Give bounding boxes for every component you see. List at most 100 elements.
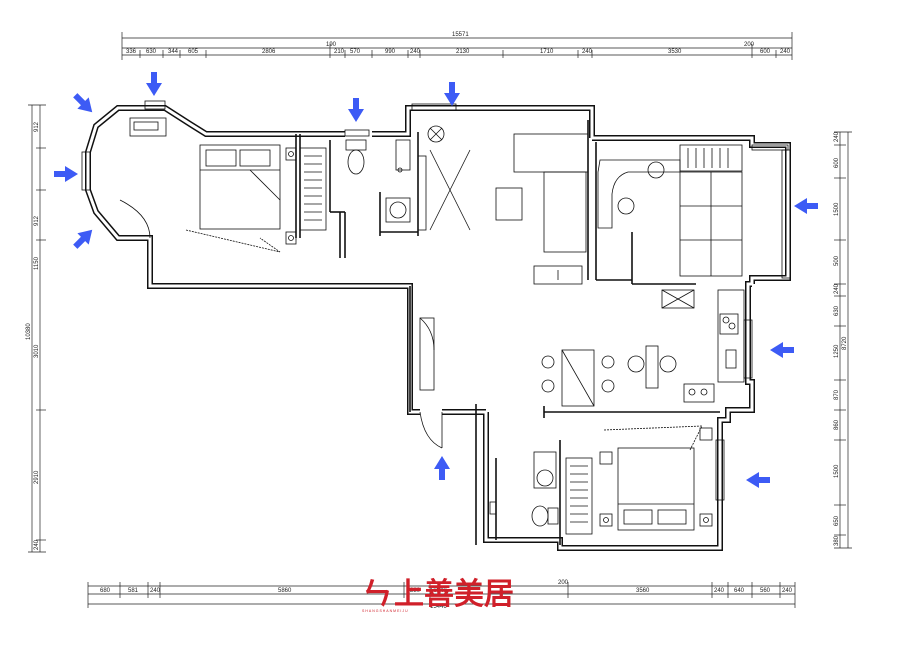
dim-left-seg: 2910	[34, 470, 40, 484]
arrow-living-top	[444, 82, 460, 106]
double-bed-2	[617, 447, 695, 531]
dim-top-seg: 600	[760, 49, 771, 55]
tv-stand	[417, 155, 427, 231]
dim-bottom-seg: 3560	[636, 588, 650, 594]
bathroom-top-fixtures	[345, 139, 411, 223]
dim-top-seg: 2806	[262, 49, 276, 55]
bathroom-bottom-fixtures	[489, 451, 559, 527]
bottom-dimension-lines	[87, 582, 796, 608]
kitchen-sink	[719, 313, 739, 335]
dim-left-total: 10380	[26, 323, 32, 340]
dim-bottom-total: 15446	[430, 604, 447, 610]
brand-logo: ㄣ 上善美居 SHANGSHANMEIJU	[362, 577, 514, 613]
right-dimension-lines	[834, 131, 852, 549]
bottom-dimension-texts: 680 581 240 5860 280 10540 200 3560 240 …	[100, 580, 793, 610]
hallway-cabinet	[419, 317, 435, 391]
windows	[81, 100, 791, 501]
dim-top-seg: 3530	[668, 49, 682, 55]
dim-left-seg: 240	[34, 539, 40, 550]
arrow-right-bedroom	[746, 472, 770, 488]
desk	[597, 159, 681, 229]
top-dimension-lines	[121, 32, 793, 60]
dim-right-seg: 630	[834, 305, 840, 316]
arrow-right-kitchen	[770, 342, 794, 358]
dim-right-seg: 1250	[834, 344, 840, 358]
dim-bottom-right-mid: 200	[558, 580, 569, 586]
dining-table	[561, 349, 595, 407]
interior-walls	[295, 120, 720, 545]
dim-right-seg: 380	[834, 535, 840, 546]
dim-bottom-seg: 5860	[278, 588, 292, 594]
dim-right-seg: 240	[834, 131, 840, 142]
logo-name: 上善美居	[394, 577, 514, 612]
arrow-top-left-window	[146, 72, 162, 96]
dim-right-total: 8720	[842, 336, 848, 350]
wash-basin	[385, 197, 411, 223]
dim-bottom-mid: 10540	[430, 588, 447, 594]
arrow-bathroom-top	[348, 98, 364, 122]
right-dimension-texts: 240 600 1500 500 240 630 1250 870 860 15…	[834, 131, 848, 546]
dim-bottom-seg: 581	[128, 588, 139, 594]
entrance-door[interactable]	[419, 411, 443, 449]
top-dimension-texts: 15571 190 200 336 630 344 605 2806 210 5…	[126, 32, 791, 55]
dim-top-seg: 630	[146, 49, 157, 55]
dim-right-seg: 870	[834, 389, 840, 400]
stove	[683, 383, 715, 403]
wardrobe-2	[565, 457, 593, 535]
study-furniture	[597, 144, 743, 277]
double-bed	[199, 144, 281, 230]
arrow-right-study	[794, 198, 818, 214]
dim-top-seg: 336	[126, 49, 137, 55]
arrow-bay-lower	[69, 224, 98, 253]
dim-left-seg: 1150	[34, 256, 40, 270]
dim-right-seg: 1500	[834, 202, 840, 216]
left-dimension-lines	[28, 104, 46, 553]
dim-top-seg: 240	[582, 49, 593, 55]
arrow-bay-middle	[54, 166, 78, 182]
arrow-entrance	[434, 456, 450, 480]
second-bedroom-furniture	[565, 425, 713, 535]
dim-top-total: 15571	[452, 32, 469, 38]
tv-cabinet	[129, 117, 167, 137]
dim-top-seg: 344	[168, 49, 179, 55]
plant	[427, 125, 445, 143]
living-room-furniture	[417, 125, 589, 285]
dim-top-mid: 190	[326, 42, 337, 48]
dim-bottom-seg: 240	[782, 588, 793, 594]
wardrobe	[299, 147, 327, 231]
dim-top-seg: 990	[385, 49, 396, 55]
dim-right-seg: 860	[834, 419, 840, 430]
dim-bottom-seg: 680	[100, 588, 111, 594]
master-bedroom-furniture	[119, 117, 327, 253]
dim-bottom-seg: 640	[734, 588, 745, 594]
exterior-walls-inner	[86, 106, 790, 550]
logo-mark: ㄣ	[362, 577, 392, 612]
dim-top-seg: 210	[334, 49, 345, 55]
dim-top-seg: 240	[780, 49, 791, 55]
kitchen-dining-furniture	[419, 289, 745, 407]
dim-top-seg: 1710	[540, 49, 554, 55]
toilet	[347, 149, 365, 175]
dim-bottom-seg: 560	[760, 588, 771, 594]
toilet-2	[531, 505, 549, 527]
dim-left-seg: 912	[34, 215, 40, 226]
dim-left-seg: 3010	[34, 344, 40, 358]
dim-right-seg: 240	[834, 283, 840, 294]
dim-bottom-seg: 240	[150, 588, 161, 594]
dim-top-right-mid: 200	[744, 42, 755, 48]
dim-top-seg: 240	[410, 49, 421, 55]
dim-top-seg: 570	[350, 49, 361, 55]
dim-right-seg: 650	[834, 515, 840, 526]
left-dimension-texts: 10380 912 912 1150 3010 2910 240	[26, 121, 40, 550]
dim-top-seg: 605	[188, 49, 199, 55]
coffee-table	[495, 187, 523, 221]
dim-bottom-seg: 240	[714, 588, 725, 594]
sofa	[543, 171, 587, 253]
dim-top-seg: 2130	[456, 49, 470, 55]
dim-right-seg: 500	[834, 255, 840, 266]
arrow-bay-upper	[69, 89, 98, 118]
exterior-walls	[85, 105, 791, 551]
logo-tagline: SHANGSHANMEIJU	[362, 609, 409, 613]
dim-bottom-seg: 280	[410, 588, 421, 594]
